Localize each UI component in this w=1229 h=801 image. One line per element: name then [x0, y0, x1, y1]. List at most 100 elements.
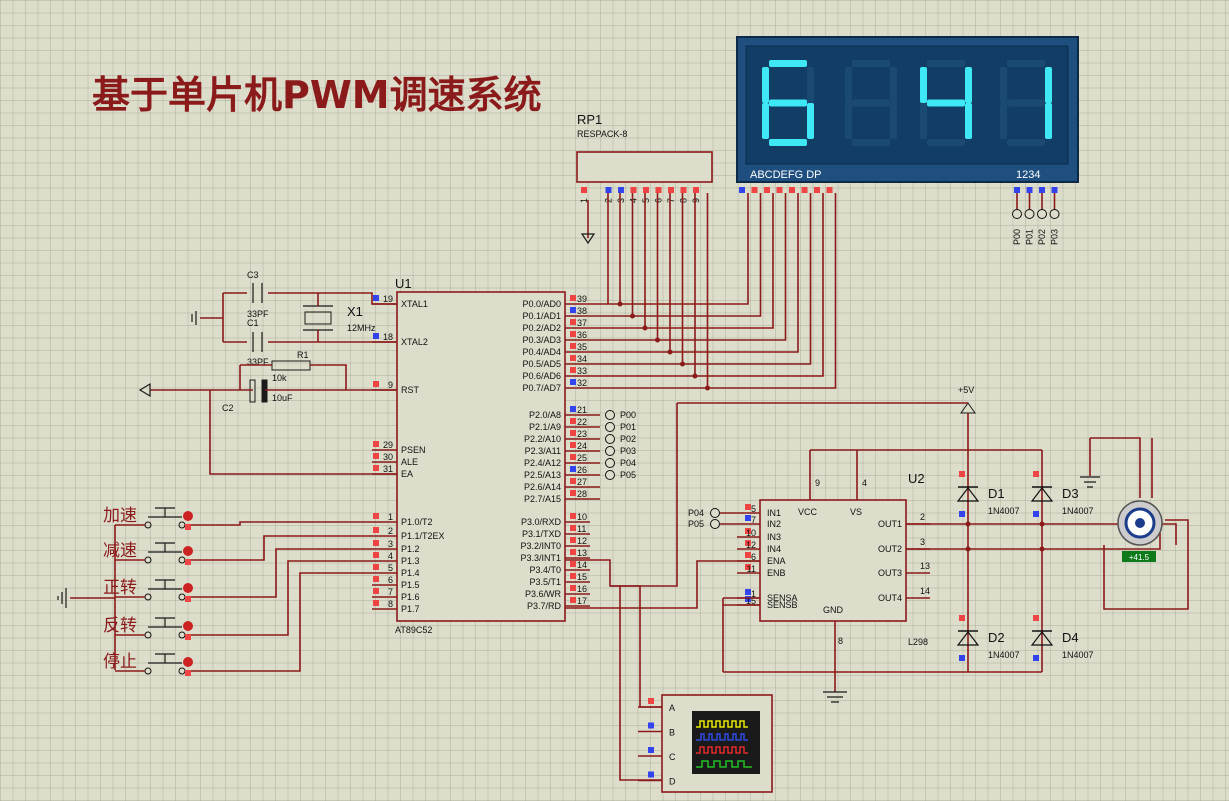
svg-text:15: 15	[746, 596, 756, 606]
svg-text:14: 14	[577, 560, 587, 570]
button-3[interactable]: 正转	[103, 548, 372, 602]
svg-text:1: 1	[388, 512, 393, 522]
svg-text:33: 33	[577, 366, 587, 376]
svg-text:19: 19	[383, 294, 393, 304]
p2-terminal-P03: P03	[620, 446, 636, 456]
svg-text:XTAL2: XTAL2	[401, 337, 428, 347]
svg-text:P1.5: P1.5	[401, 580, 420, 590]
rp1-ground-arrow	[580, 233, 596, 245]
digit-2	[845, 60, 897, 146]
svg-text:6: 6	[751, 552, 756, 562]
svg-text:3: 3	[920, 537, 925, 547]
svg-text:P1.2: P1.2	[401, 544, 420, 554]
svg-text:P3.0/RXD: P3.0/RXD	[521, 517, 562, 527]
svg-text:7: 7	[666, 198, 676, 203]
scope-channel-D: D	[669, 777, 676, 787]
svg-text:P2.5/A13: P2.5/A13	[524, 470, 561, 480]
svg-text:9: 9	[388, 380, 393, 390]
svg-text:5: 5	[388, 563, 393, 573]
svg-text:VS: VS	[850, 507, 862, 517]
svg-text:P0.3/AD3: P0.3/AD3	[522, 335, 561, 345]
u1-ref: U1	[395, 276, 412, 291]
svg-text:4: 4	[388, 551, 393, 561]
svg-text:P2.2/A10: P2.2/A10	[524, 434, 561, 444]
u1-part: AT89C52	[395, 625, 432, 635]
svg-text:P3.2/INT0: P3.2/INT0	[520, 541, 561, 551]
svg-text:17: 17	[577, 596, 587, 606]
svg-text:ENB: ENB	[767, 568, 786, 578]
svg-text:7: 7	[751, 515, 756, 525]
r1-ref: R1	[297, 350, 309, 360]
digit-port-P01: P01	[1025, 229, 1035, 245]
svg-text:P1.7: P1.7	[401, 604, 420, 614]
svg-text:P3.1/TXD: P3.1/TXD	[522, 529, 562, 539]
svg-text:30: 30	[383, 452, 393, 462]
svg-text:36: 36	[577, 330, 587, 340]
svg-text:31: 31	[383, 464, 393, 474]
svg-text:SENSA: SENSA	[767, 593, 798, 603]
svg-text:ENA: ENA	[767, 556, 786, 566]
button-2[interactable]: 减速	[103, 535, 372, 565]
svg-text:2: 2	[920, 512, 925, 522]
svg-text:1N4007: 1N4007	[988, 650, 1020, 660]
button-4[interactable]: 反转	[103, 560, 372, 640]
svg-text:14: 14	[920, 586, 930, 596]
svg-text:38: 38	[577, 306, 587, 316]
button-5[interactable]: 停止	[103, 572, 372, 676]
svg-text:12: 12	[577, 536, 587, 546]
svg-text:XTAL1: XTAL1	[401, 299, 428, 309]
svg-text:OUT1: OUT1	[878, 519, 902, 529]
svg-text:P1.1/T2EX: P1.1/T2EX	[401, 531, 445, 541]
svg-text:减速: 减速	[103, 541, 137, 561]
c3-value: 33PF	[247, 309, 269, 319]
p2-terminal-P05: P05	[620, 470, 636, 480]
svg-text:29: 29	[383, 440, 393, 450]
svg-text:6: 6	[388, 575, 393, 585]
svg-text:1N4007: 1N4007	[1062, 650, 1094, 660]
display-digits	[762, 60, 1052, 146]
svg-text:37: 37	[577, 318, 587, 328]
svg-text:10: 10	[577, 512, 587, 522]
svg-text:PSEN: PSEN	[401, 445, 426, 455]
svg-text:反转: 反转	[103, 616, 137, 636]
motor-speed-readout: +41.5	[1129, 553, 1150, 562]
svg-text:P3.3/INT1: P3.3/INT1	[520, 553, 561, 563]
svg-text:26: 26	[577, 465, 587, 475]
svg-text:P1.6: P1.6	[401, 592, 420, 602]
svg-text:P1.3: P1.3	[401, 556, 420, 566]
c2-ref: C2	[222, 403, 234, 413]
vcc-label: +5V	[958, 385, 974, 395]
digit-port-P02: P02	[1037, 229, 1047, 245]
rp1-ref: RP1	[577, 112, 602, 127]
svg-text:P3.7/RD: P3.7/RD	[527, 601, 562, 611]
svg-text:D2: D2	[988, 630, 1005, 645]
svg-text:P0.6/AD6: P0.6/AD6	[522, 371, 561, 381]
svg-text:22: 22	[577, 417, 587, 427]
svg-text:9: 9	[691, 198, 701, 203]
diode-d2[interactable]: D2 1N4007	[956, 546, 1020, 662]
svg-text:8: 8	[679, 198, 689, 203]
svg-text:P2.1/A9: P2.1/A9	[529, 422, 561, 432]
svg-text:GND: GND	[823, 605, 844, 615]
button-1[interactable]: 加速	[103, 506, 372, 530]
svg-text:1: 1	[751, 589, 756, 599]
svg-text:18: 18	[383, 332, 393, 342]
u2-ref: U2	[908, 471, 925, 486]
dc-motor[interactable]: +41.5	[1117, 500, 1163, 562]
seven-segment-display[interactable]: ABCDEFG DP 1234	[736, 36, 1079, 183]
svg-text:OUT2: OUT2	[878, 544, 902, 554]
svg-text:39: 39	[577, 294, 587, 304]
oscilloscope[interactable]: ABCD	[638, 694, 773, 793]
svg-text:15: 15	[577, 572, 587, 582]
svg-text:SENSB: SENSB	[767, 600, 798, 610]
svg-text:11: 11	[747, 564, 756, 574]
svg-text:停止: 停止	[103, 652, 137, 672]
